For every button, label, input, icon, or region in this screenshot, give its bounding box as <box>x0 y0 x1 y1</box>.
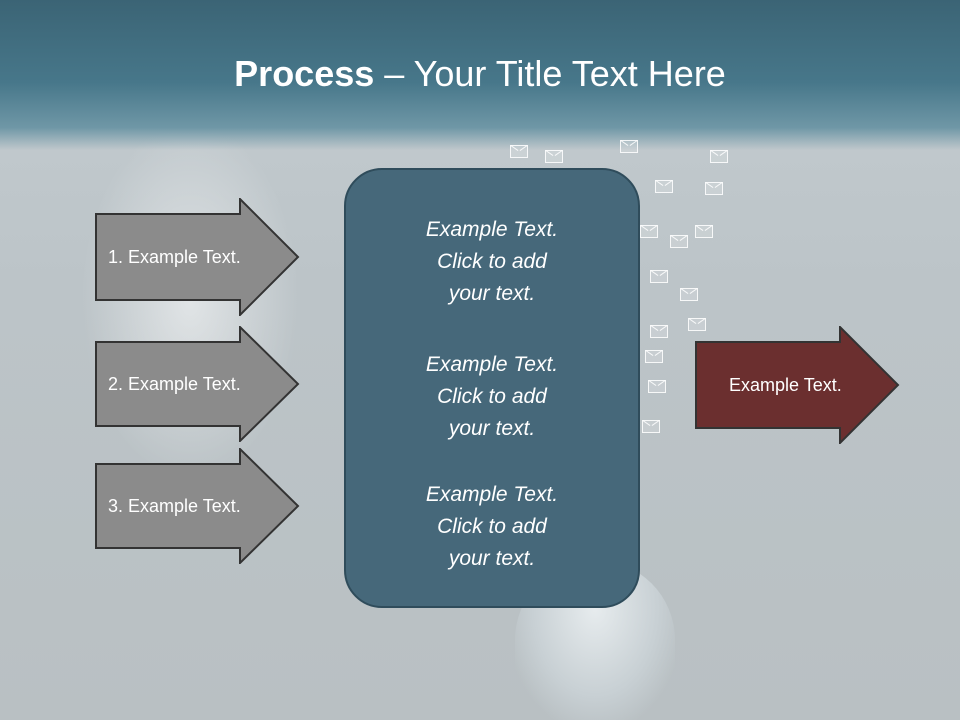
center-text-line: Example Text. <box>425 483 559 506</box>
envelope-icon <box>545 150 563 163</box>
envelope-icon <box>510 145 528 158</box>
slide-title-rest: – Your Title Text Here <box>374 53 726 94</box>
envelope-icon <box>645 350 663 363</box>
arrow-shape <box>95 326 300 442</box>
left-arrow-1[interactable]: 1. Example Text. <box>95 198 300 316</box>
left-arrow-2[interactable]: 2. Example Text. <box>95 326 300 442</box>
envelope-icon <box>620 140 638 153</box>
center-text-line: Example Text. <box>425 218 559 241</box>
slide-title[interactable]: Process – Your Title Text Here <box>0 52 960 96</box>
flying-envelopes-decoration <box>500 130 740 440</box>
center-text-line: Click to add <box>437 250 547 273</box>
arrow-shape <box>95 448 300 564</box>
center-text-line: Example Text. <box>425 353 559 376</box>
envelope-icon <box>710 150 728 163</box>
center-text-item-3[interactable]: Example Text. Click to add your text. <box>346 479 638 575</box>
right-arrow-label: Example Text. <box>729 374 842 395</box>
envelope-icon <box>680 288 698 301</box>
envelope-icon <box>650 325 668 338</box>
center-text-line: Click to add <box>437 385 547 408</box>
envelope-icon <box>642 420 660 433</box>
envelope-icon <box>705 182 723 195</box>
envelope-icon <box>688 318 706 331</box>
arrow-shape <box>695 326 900 444</box>
left-arrow-label: 1. Example Text. <box>108 246 241 267</box>
envelope-icon <box>640 225 658 238</box>
center-text-item-2[interactable]: Example Text. Click to add your text. <box>346 349 638 445</box>
center-text-line: your text. <box>448 547 536 570</box>
left-arrow-3[interactable]: 3. Example Text. <box>95 448 300 564</box>
envelope-icon <box>695 225 713 238</box>
left-arrow-label: 2. Example Text. <box>108 373 241 394</box>
center-text-line: your text. <box>448 282 536 305</box>
envelope-icon <box>648 380 666 393</box>
envelope-icon <box>655 180 673 193</box>
slide-title-bold: Process <box>234 53 375 94</box>
center-text-line: Click to add <box>437 515 547 538</box>
envelope-icon <box>670 235 688 248</box>
center-text-line: your text. <box>448 417 536 440</box>
arrow-shape <box>95 198 300 316</box>
left-arrow-label: 3. Example Text. <box>108 495 241 516</box>
center-text-item-1[interactable]: Example Text. Click to add your text. <box>346 214 638 310</box>
center-text-box[interactable]: Example Text. Click to add your text. Ex… <box>344 168 640 608</box>
header-band <box>0 0 960 150</box>
envelope-icon <box>650 270 668 283</box>
right-arrow[interactable]: Example Text. <box>695 326 900 444</box>
